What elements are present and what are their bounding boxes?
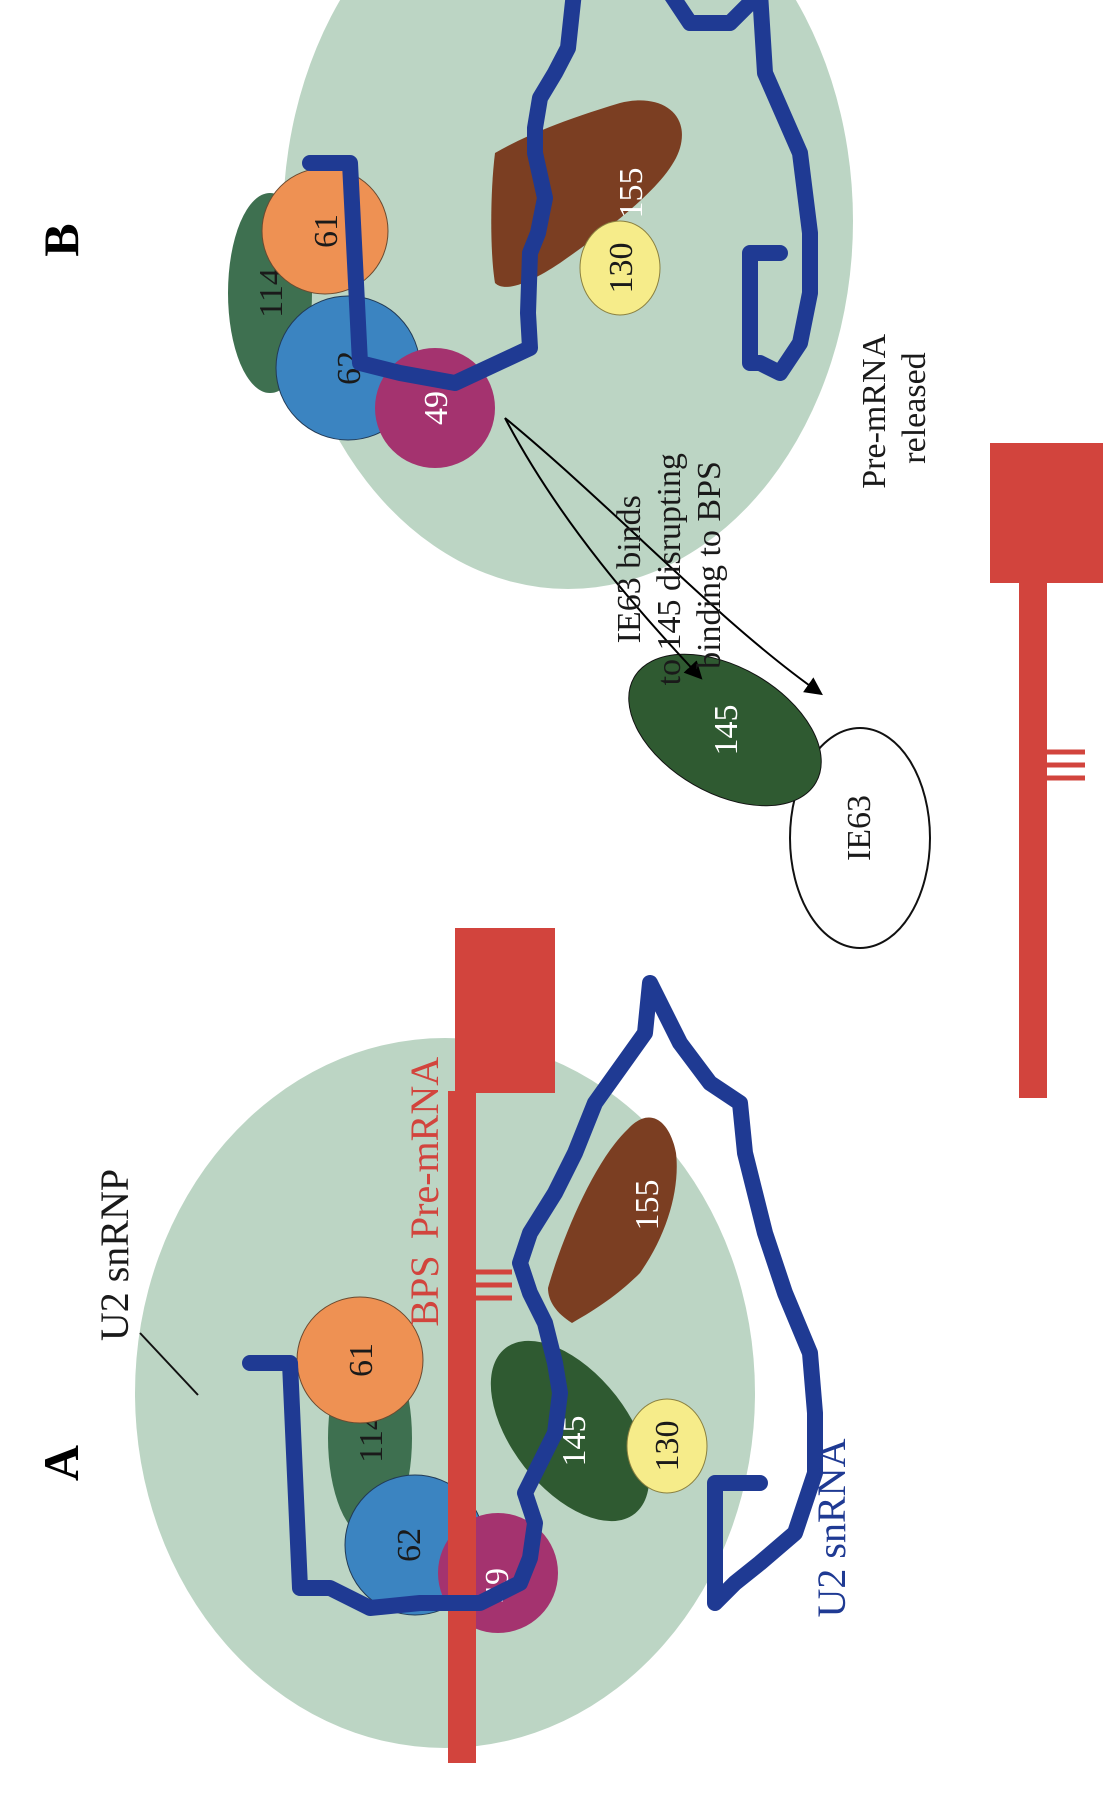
u2-snrna-label: U2 snRNA xyxy=(809,1438,854,1617)
protein-62-label: 62 xyxy=(391,1528,428,1562)
protein-155-b-label: 155 xyxy=(613,168,650,219)
panel-a-letter: A xyxy=(33,1445,89,1481)
protein-49-b-label: 49 xyxy=(418,391,455,425)
protein-130-b-label: 130 xyxy=(603,243,640,294)
protein-145-free-label: 145 xyxy=(708,705,745,756)
premrna-exon-a xyxy=(455,928,555,1093)
released-note: Pre-mRNA released xyxy=(856,327,933,489)
ie63-label: IE63 xyxy=(841,795,878,861)
u2-snrnp-label: U2 snRNP xyxy=(92,1169,137,1341)
protein-61-b-label: 61 xyxy=(308,214,345,248)
bps-label: BPS xyxy=(402,1255,447,1326)
premrna-label-a: Pre-mRNA xyxy=(402,1057,447,1239)
protein-61-label: 61 xyxy=(343,1343,380,1377)
protein-155-label: 155 xyxy=(629,1180,666,1231)
panel-b: B 114 61 62 49 155 130 IE63 145 IE63 bin… xyxy=(33,0,1103,1098)
panel-b-letter: B xyxy=(33,223,89,256)
protein-130-label: 130 xyxy=(649,1421,686,1472)
panel-a: A U2 snRNP 114 61 62 49 145 155 130 xyxy=(33,928,854,1763)
premrna-exon-b xyxy=(990,443,1103,583)
